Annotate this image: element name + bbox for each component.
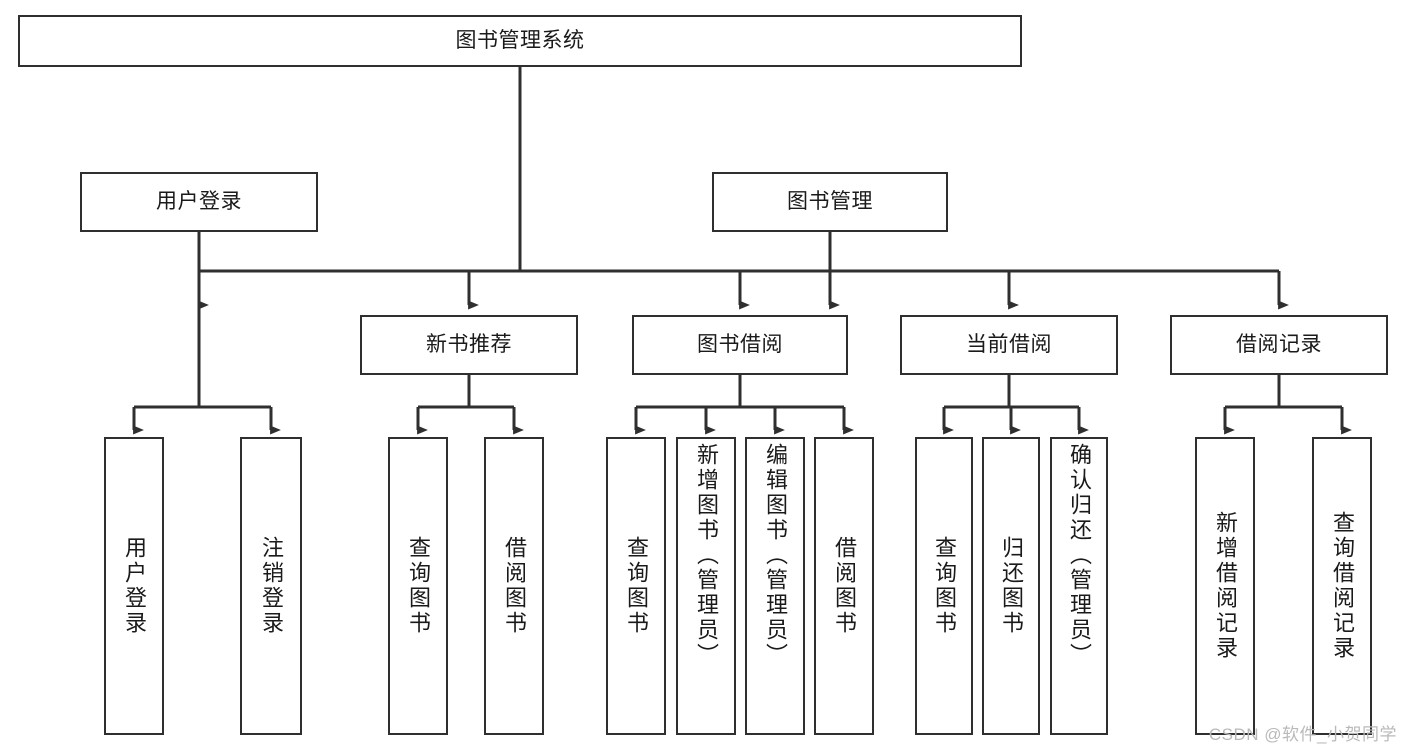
leaf-edit-book-admin-label: 编辑图书（管理员）	[763, 443, 788, 668]
leaf-confirm-return-admin-label: 确认归还（管理员）	[1067, 443, 1092, 668]
leaf-query-book-current[interactable]: 查询图书	[915, 437, 973, 735]
leaf-query-book-borrow-label: 查询图书	[624, 536, 649, 636]
node-current-borrow-label: 当前借阅	[966, 332, 1052, 356]
leaf-logout[interactable]: 注销登录	[240, 437, 302, 735]
leaf-logout-label: 注销登录	[259, 536, 284, 636]
leaf-confirm-return-admin[interactable]: 确认归还（管理员）	[1050, 437, 1108, 735]
leaf-borrow-book[interactable]: 借阅图书	[814, 437, 874, 735]
leaf-add-borrow-record[interactable]: 新增借阅记录	[1195, 437, 1255, 735]
leaf-add-book-admin-label: 新增图书（管理员）	[694, 443, 719, 668]
node-borrow-record[interactable]: 借阅记录	[1170, 315, 1388, 375]
node-user-login[interactable]: 用户登录	[80, 172, 318, 232]
node-book-manage-label: 图书管理	[787, 189, 873, 213]
tree-edges	[132, 67, 1352, 435]
leaf-borrow-book-recommend-label: 借阅图书	[502, 536, 527, 636]
leaf-query-book-recommend-label: 查询图书	[406, 536, 431, 636]
leaf-query-book-current-label: 查询图书	[932, 536, 957, 636]
leaf-add-borrow-record-label: 新增借阅记录	[1213, 511, 1238, 661]
leaf-borrow-book-label: 借阅图书	[832, 536, 857, 636]
node-user-login-label: 用户登录	[156, 189, 242, 213]
leaf-query-book-borrow[interactable]: 查询图书	[606, 437, 666, 735]
leaf-add-book-admin[interactable]: 新增图书（管理员）	[676, 437, 736, 735]
node-root-label: 图书管理系统	[455, 28, 585, 52]
node-current-borrow[interactable]: 当前借阅	[900, 315, 1118, 375]
leaf-query-borrow-record-label: 查询借阅记录	[1330, 511, 1355, 661]
leaf-query-book-recommend[interactable]: 查询图书	[388, 437, 448, 735]
leaf-query-borrow-record[interactable]: 查询借阅记录	[1312, 437, 1372, 735]
leaf-return-book[interactable]: 归还图书	[982, 437, 1040, 735]
leaf-edit-book-admin[interactable]: 编辑图书（管理员）	[745, 437, 805, 735]
leaf-user-login-label: 用户登录	[122, 536, 147, 636]
node-borrow-record-label: 借阅记录	[1236, 332, 1322, 356]
leaf-user-login[interactable]: 用户登录	[104, 437, 164, 735]
node-book-borrow[interactable]: 图书借阅	[632, 315, 848, 375]
node-new-book-recommend[interactable]: 新书推荐	[360, 315, 578, 375]
node-new-book-recommend-label: 新书推荐	[426, 332, 512, 356]
leaf-return-book-label: 归还图书	[999, 536, 1024, 636]
node-book-borrow-label: 图书借阅	[697, 332, 783, 356]
watermark-csdn: CSDN @软件_小贺同学	[1208, 725, 1397, 744]
node-book-manage[interactable]: 图书管理	[712, 172, 948, 232]
node-root[interactable]: 图书管理系统	[18, 15, 1022, 67]
leaf-borrow-book-recommend[interactable]: 借阅图书	[484, 437, 544, 735]
